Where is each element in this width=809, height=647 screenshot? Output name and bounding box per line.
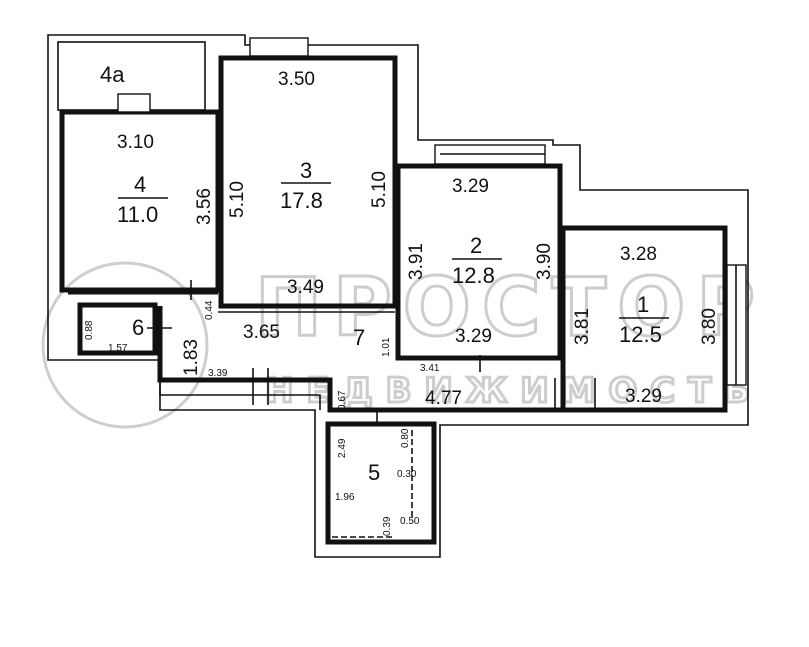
room-6 [77, 302, 158, 356]
dimension: 5.10 [369, 171, 390, 208]
room-3 [218, 55, 398, 309]
dimension: 3.90 [534, 243, 555, 280]
room-2-label: 2 [470, 233, 482, 258]
room-7-label: 7 [353, 325, 365, 350]
dimension: 0.39 [382, 516, 393, 536]
dimension: 1.96 [335, 492, 355, 503]
room-6-label: 6 [132, 315, 144, 340]
room-4a-label: 4а [100, 62, 125, 87]
room-1-label: 1 [637, 292, 649, 317]
dimension: 0.80 [400, 428, 411, 448]
dimension: 0.30 [397, 469, 417, 480]
dimension: 3.50 [278, 69, 315, 90]
dimension: 3.91 [406, 243, 427, 280]
dimension: 3.29 [452, 176, 489, 197]
room-5 [325, 421, 437, 545]
dimension: 2.49 [337, 438, 348, 458]
dimension: 3.81 [572, 308, 593, 345]
dimension: 3.29 [455, 326, 492, 347]
window [117, 93, 151, 113]
room-5-label: 5 [368, 460, 380, 485]
dimension: 3.10 [117, 132, 154, 153]
dimension: 1.83 [181, 339, 202, 376]
dimension: 3.41 [420, 363, 440, 374]
room-4-area: 11.0 [117, 202, 158, 227]
dimension: 3.39 [208, 368, 228, 379]
room-2 [395, 163, 563, 361]
dimension: 0.50 [400, 516, 420, 527]
room-3-label: 3 [300, 158, 312, 183]
dimension: 0.67 [337, 390, 348, 410]
room-1 [560, 225, 728, 413]
dimension: 0.44 [204, 300, 215, 320]
dimension: 0.88 [84, 320, 95, 340]
dimension: 5.10 [227, 181, 248, 218]
dimension: 3.80 [699, 308, 720, 345]
dimension: 3.28 [620, 244, 657, 265]
room-2-area: 12.8 [452, 263, 495, 288]
dimension: 3.29 [625, 386, 662, 407]
room-4-label: 4 [134, 172, 146, 197]
room-3-area: 17.8 [280, 188, 323, 213]
dimension: 1.01 [381, 337, 392, 357]
dimension: 3.56 [194, 188, 215, 225]
window [249, 37, 309, 57]
dimension: 3.49 [287, 277, 324, 298]
dimension: 1.57 [108, 343, 128, 354]
room-1-area: 12.5 [619, 322, 662, 347]
dimension: 3.65 [243, 322, 280, 343]
corridor-7 [68, 289, 563, 413]
dimension: 4.77 [425, 388, 462, 409]
